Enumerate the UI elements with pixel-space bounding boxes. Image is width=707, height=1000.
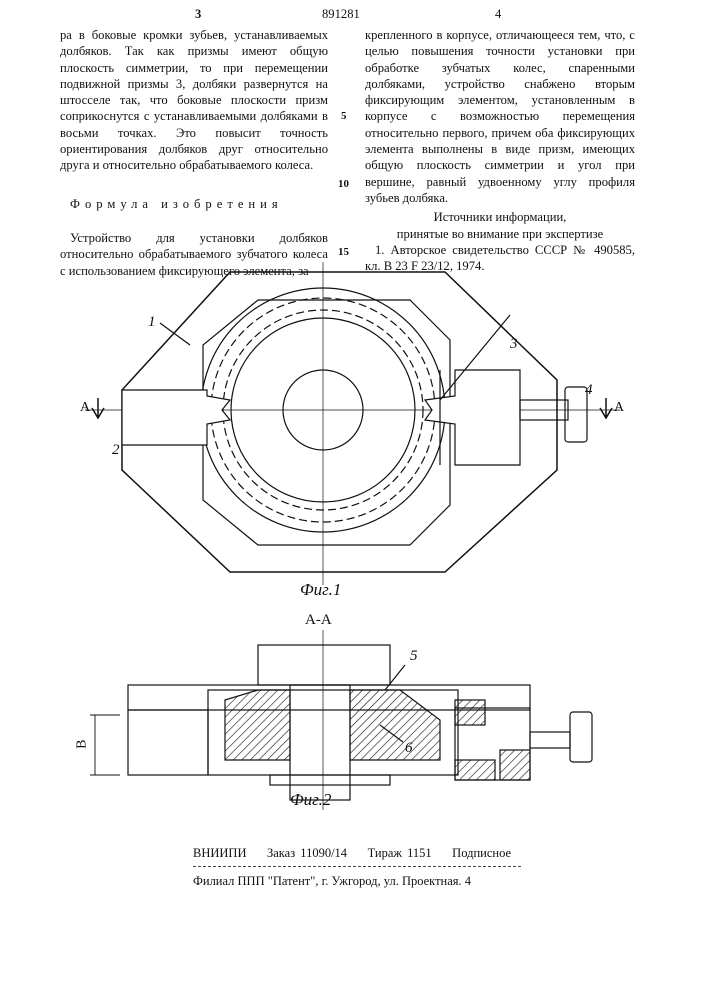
footer-order: Заказ 11090/14: [267, 846, 347, 860]
footer-imprint: ВНИИПИ Заказ 11090/14 Тираж 1151 Подписн…: [193, 845, 511, 861]
dimension-label: В: [75, 739, 91, 748]
label-6: 6: [405, 740, 413, 756]
footer-subscription: Подписное: [452, 846, 511, 860]
footer-org: ВНИИПИ: [193, 846, 246, 860]
footer-print-run: Тираж 1151: [368, 846, 432, 860]
footer-branch: Филиал ППП "Патент", г. Ужгород, ул. Про…: [193, 873, 471, 889]
label-1: 1: [148, 314, 156, 330]
label-2: 2: [112, 442, 120, 458]
figure-2-caption: Фиг.2: [290, 792, 331, 808]
section-label: А-А: [305, 612, 332, 628]
section-arrow-label-left: А: [80, 400, 90, 416]
label-4: 4: [585, 382, 593, 398]
figure-1: [85, 262, 620, 585]
section-arrow-label-right: А: [614, 400, 624, 416]
label-3: 3: [510, 336, 518, 352]
figure-2: [90, 630, 592, 810]
figure-1-caption: Фиг.1: [300, 582, 341, 598]
label-5: 5: [410, 648, 418, 664]
footer-divider: [193, 866, 521, 867]
